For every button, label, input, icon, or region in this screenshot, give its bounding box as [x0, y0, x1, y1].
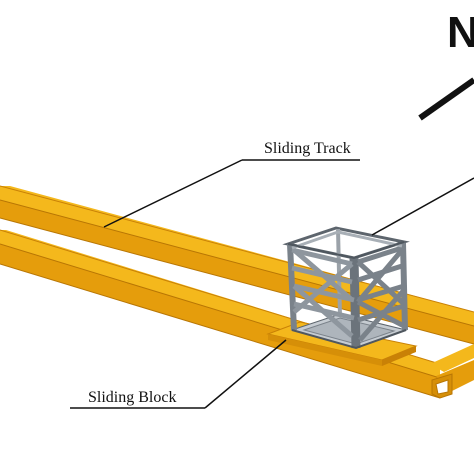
end-crossbeam: [430, 344, 474, 399]
frame-pointer: [371, 177, 474, 236]
sliding-block-label: Sliding Block: [88, 389, 176, 406]
sliding-track-label: Sliding Track: [264, 140, 351, 157]
sliding-track-callout: Sliding Track: [103, 140, 360, 228]
steel-frame: [282, 226, 410, 350]
corner-arrow-line: [418, 77, 474, 121]
sliding-block-callout: Sliding Block: [70, 339, 287, 409]
sliding-block-pointer: [204, 339, 287, 409]
corner-letter: N: [447, 8, 474, 57]
sliding-track-pointer: [103, 159, 243, 228]
